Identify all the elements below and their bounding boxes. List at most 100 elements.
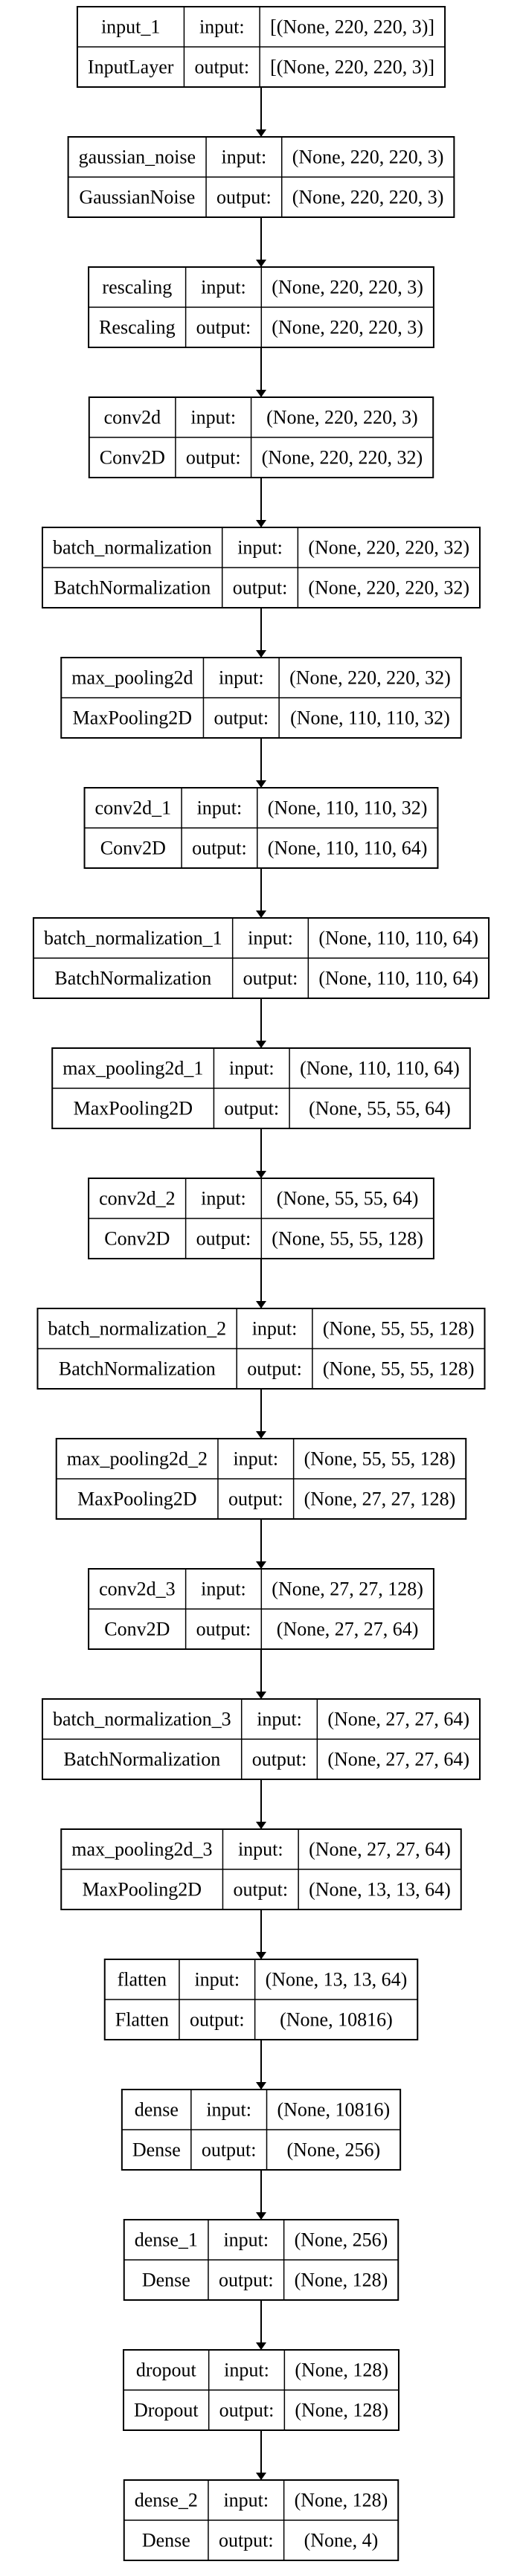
layer-node: max_pooling2d_3MaxPooling2Dinput:output:… [60, 1828, 462, 1910]
output-label: output: [196, 1228, 251, 1250]
layer-name: max_pooling2d_2 [67, 1448, 208, 1470]
layer-name: dropout [136, 2360, 197, 2381]
output-shape: (None, 256) [287, 2139, 381, 2161]
input-shape: (None, 220, 220, 3) [292, 147, 444, 168]
input-shape: (None, 220, 220, 3) [272, 277, 423, 298]
input-shape: (None, 13, 13, 64) [266, 1969, 408, 1991]
layer-name: dense_2 [135, 2490, 198, 2511]
input-label: input: [237, 537, 283, 559]
layer-type: BatchNormalization [59, 1358, 216, 1380]
layer-node: batch_normalization_3BatchNormalizationi… [41, 1698, 481, 1780]
layer-type: BatchNormalization [54, 968, 211, 989]
output-label: output: [252, 1749, 307, 1770]
output-label: output: [219, 2400, 275, 2421]
output-shape: (None, 55, 55, 128) [272, 1228, 423, 1250]
input-label: input: [197, 797, 243, 819]
output-shape: (None, 220, 220, 3) [292, 187, 444, 208]
output-shape: (None, 10816) [280, 2009, 393, 2031]
output-shape: (None, 220, 220, 32) [262, 447, 423, 469]
layer-type: Dropout [134, 2400, 199, 2421]
input-shape: (None, 55, 55, 128) [323, 1318, 475, 1340]
layer-type: Conv2D [104, 1619, 170, 1640]
layer-name: dense [135, 2099, 179, 2121]
layer-type: InputLayer [88, 57, 174, 78]
layer-type: MaxPooling2D [73, 707, 192, 729]
layer-type: Flatten [115, 2009, 169, 2031]
input-shape: (None, 110, 110, 64) [300, 1058, 460, 1079]
input-label: input: [194, 1969, 240, 1991]
input-shape: (None, 55, 55, 128) [304, 1448, 456, 1470]
output-label: output: [219, 2530, 274, 2551]
output-label: output: [224, 1098, 279, 1120]
input-shape: (None, 10816) [277, 2099, 391, 2121]
output-label: output: [247, 1358, 302, 1380]
output-shape: (None, 27, 27, 64) [327, 1749, 469, 1770]
layer-name: rescaling [102, 277, 172, 298]
layer-type: MaxPooling2D [77, 1488, 196, 1510]
layer-name: batch_normalization_2 [48, 1318, 226, 1340]
input-shape: (None, 128) [295, 2360, 388, 2381]
input-label: input: [199, 16, 245, 38]
layer-name: batch_normalization_1 [44, 928, 222, 949]
input-shape: (None, 27, 27, 128) [272, 1578, 423, 1600]
layer-type: Dense [132, 2139, 181, 2161]
input-shape: (None, 27, 27, 64) [327, 1709, 469, 1730]
layer-node: max_pooling2d_1MaxPooling2Dinput:output:… [51, 1047, 471, 1129]
layer-type: Dense [142, 2530, 190, 2551]
layer-name: input_1 [101, 16, 160, 38]
input-shape: (None, 256) [295, 2229, 388, 2251]
output-shape: (None, 110, 110, 64) [268, 838, 428, 859]
input-label: input: [233, 1448, 278, 1470]
layer-type: BatchNormalization [54, 577, 211, 599]
layer-node: gaussian_noiseGaussianNoiseinput:output:… [67, 136, 455, 218]
output-label: output: [190, 2009, 245, 2031]
layer-name: conv2d_1 [95, 797, 172, 819]
input-label: input: [201, 277, 246, 298]
layer-type: Rescaling [99, 317, 176, 338]
layer-name: max_pooling2d [71, 667, 193, 689]
layer-name: max_pooling2d_1 [62, 1058, 203, 1079]
layer-type: BatchNormalization [63, 1749, 220, 1770]
input-label: input: [248, 928, 293, 949]
input-shape: (None, 55, 55, 64) [277, 1188, 419, 1210]
input-shape: (None, 220, 220, 32) [289, 667, 451, 689]
layer-name: conv2d_2 [99, 1188, 176, 1210]
layer-node: batch_normalizationBatchNormalizationinp… [41, 527, 481, 608]
input-label: input: [219, 667, 264, 689]
input-label: input: [224, 2360, 269, 2381]
output-shape: (None, 55, 55, 64) [309, 1098, 451, 1120]
input-shape: (None, 110, 110, 64) [318, 928, 478, 949]
layer-type: Dense [142, 2270, 190, 2291]
layer-name: batch_normalization_3 [53, 1709, 231, 1730]
layer-type: MaxPooling2D [83, 1879, 202, 1901]
output-label: output: [186, 447, 241, 469]
input-shape: (None, 220, 220, 3) [266, 407, 418, 428]
input-label: input: [252, 1318, 298, 1340]
layer-name: conv2d [104, 407, 161, 428]
layer-type: Conv2D [100, 838, 166, 859]
layer-node: max_pooling2d_2MaxPooling2Dinput:output:… [55, 1438, 467, 1520]
output-label: output: [243, 968, 298, 989]
output-shape: (None, 220, 220, 3) [272, 317, 423, 338]
layer-name: gaussian_noise [79, 147, 196, 168]
input-label: input: [201, 1188, 246, 1210]
input-label: input: [223, 2490, 269, 2511]
layer-name: dense_1 [135, 2229, 198, 2251]
output-label: output: [214, 707, 269, 729]
input-label: input: [223, 2229, 269, 2251]
output-shape: (None, 128) [295, 2270, 388, 2291]
input-label: input: [206, 2099, 251, 2121]
input-shape: [(None, 220, 220, 3)] [270, 16, 434, 38]
layer-type: GaussianNoise [79, 187, 195, 208]
input-label: input: [201, 1578, 246, 1600]
input-shape: (None, 128) [295, 2490, 388, 2511]
layer-type: Conv2D [104, 1228, 170, 1250]
